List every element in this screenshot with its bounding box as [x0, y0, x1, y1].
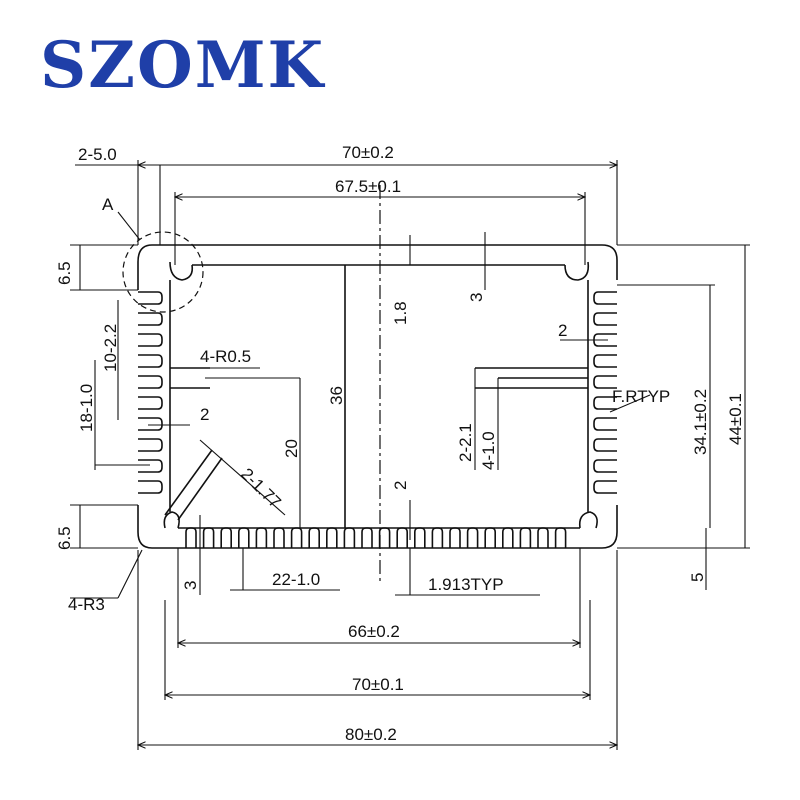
left-fin [138, 480, 163, 494]
bottom-fin [220, 527, 232, 548]
bottom-fin [378, 527, 391, 548]
bottom-fin [202, 527, 215, 548]
bottom-fin [449, 527, 461, 548]
left-fin [138, 396, 163, 410]
dim-inner-height-36: 36 [327, 386, 346, 405]
dim-outer-height-44: 44±0.1 [726, 393, 745, 445]
left-fin [138, 459, 163, 473]
dim-bottom-fin-pitch: 1.913TYP [428, 575, 504, 594]
bottom-fin [273, 527, 285, 548]
bottom-fin [290, 527, 303, 548]
dim-left-top-height: 6.5 [55, 261, 74, 285]
brand-logo: SZOMK [40, 28, 326, 103]
dim-top-outer-width: 70±0.2 [342, 143, 394, 162]
dim-right-bottom-5: 5 [688, 573, 707, 582]
dim-slot-width-2-2-1: 2-2.1 [456, 423, 475, 462]
right-fin [593, 438, 617, 452]
right-fin [593, 459, 617, 473]
left-fin [138, 417, 163, 431]
detail-circle [122, 231, 204, 313]
dim-outer-radius: 4-R3 [68, 595, 105, 614]
bottom-fin [308, 527, 320, 548]
right-fin [593, 312, 617, 326]
dim-left-fin-count: 18-1.0 [77, 384, 96, 432]
dim-right-slot: 2 [558, 321, 567, 340]
left-fin [138, 438, 163, 452]
bottom-fin [361, 527, 373, 548]
dim-bottom-rib: 2 [391, 481, 410, 490]
bottom-fin [185, 527, 197, 548]
dim-wall-gap: 2-5.0 [78, 145, 117, 164]
dim-center-rib: 1.8 [391, 301, 410, 325]
bottom-fin [255, 527, 268, 548]
dim-bottom-mid-width: 70±0.1 [352, 675, 404, 694]
bottom-fin [502, 527, 514, 548]
bottom-fin [326, 527, 338, 548]
right-fin [593, 396, 617, 410]
left-fin [138, 291, 163, 305]
dim-slot-width-4-1-0: 4-1.0 [479, 431, 498, 470]
dim-bottom-outer-width: 80±0.2 [345, 725, 397, 744]
left-fin [138, 333, 163, 347]
dim-inner-radius: 4-R0.5 [200, 347, 251, 366]
bottom-fin [484, 527, 496, 548]
right-fin [593, 291, 617, 305]
dim-left-fin-pitch: 10-2.2 [101, 324, 120, 372]
dim-fin-thickness-left: 2 [200, 405, 209, 424]
dim-top-inner-width: 67.5±0.1 [335, 177, 401, 196]
dim-inner-height-20: 20 [282, 439, 301, 458]
dimension-labels: 70±0.2 67.5±0.1 2-5.0 A 6.5 10-2.2 18-1.… [55, 143, 745, 744]
bottom-fin [414, 527, 426, 548]
bottom-fin [537, 527, 549, 548]
bottom-fin [396, 527, 408, 548]
bottom-fin [343, 527, 356, 548]
dim-bottom-fin-count: 22-1.0 [272, 570, 320, 589]
dim-diag-2-1-77: 2-1.77 [237, 464, 285, 512]
detail-callout-label: A [102, 195, 114, 214]
bottom-fin [431, 527, 444, 548]
left-fin [138, 375, 163, 389]
bottom-fin [238, 527, 250, 548]
enclosure-profile [137, 185, 618, 585]
right-fin [593, 480, 617, 494]
dim-fillet-r-typ: F.RTYP [612, 387, 670, 406]
bottom-fin [519, 527, 532, 548]
left-fin [138, 312, 163, 326]
dim-bottom-fin-3: 3 [181, 581, 200, 590]
bottom-fin [466, 527, 479, 548]
dim-inner-height-34-1: 34.1±0.2 [691, 389, 710, 455]
left-fin [138, 354, 163, 368]
dim-left-bottom-height: 6.5 [55, 526, 74, 550]
right-fin [593, 375, 617, 389]
right-fin [593, 417, 617, 431]
dimension-lines [70, 160, 750, 750]
dim-top-rib: 3 [467, 293, 486, 302]
dim-bottom-inner-width: 66±0.2 [348, 622, 400, 641]
bottom-fin [554, 527, 567, 548]
right-fin [593, 354, 617, 368]
